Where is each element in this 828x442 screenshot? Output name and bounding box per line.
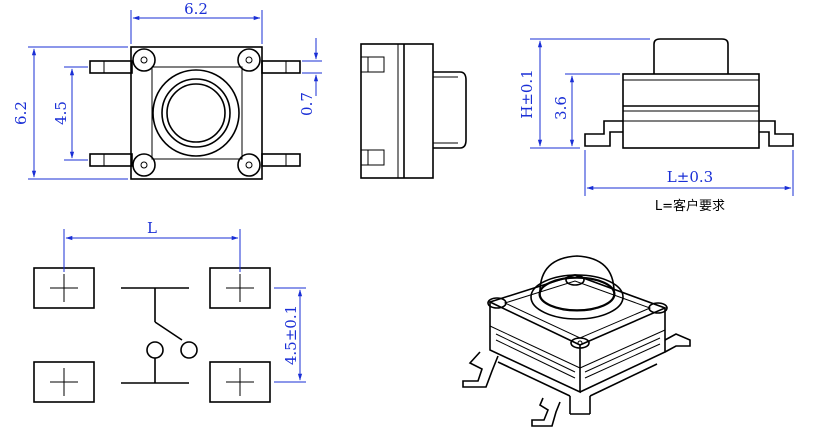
top-view: 6.2 6.2 4.5 0.7 — [12, 0, 322, 180]
dim-pad-spacing: L — [147, 219, 157, 237]
corner-posts — [132, 48, 261, 177]
dim-top-height: 6.2 — [12, 101, 30, 125]
front-view: H±0.1 3.6 L±0.3 L=客户要求 — [518, 38, 794, 214]
dim-pin-width: 0.7 — [298, 92, 316, 116]
top-view-body — [130, 46, 263, 180]
dim-pad-pitch: 4.5±0.1 — [282, 305, 300, 365]
pad-bottom-left — [33, 361, 95, 403]
length-note: L=客户要求 — [655, 198, 725, 214]
switch-schematic — [121, 287, 198, 384]
plunger-top — [152, 69, 240, 157]
pad-top-left — [33, 267, 95, 309]
dim-top-width: 6.2 — [184, 0, 208, 18]
pad-bottom-right — [209, 361, 271, 403]
dim-body-height: 3.6 — [552, 96, 570, 120]
dim-pin-pitch: 4.5 — [52, 101, 70, 125]
top-view-pins — [89, 60, 301, 167]
side-view-left — [360, 43, 467, 179]
isometric-view — [462, 255, 691, 427]
pad-top-right — [209, 267, 271, 309]
pcb-layout: L 4.5±0.1 — [33, 219, 306, 403]
dim-length: L±0.3 — [667, 168, 713, 186]
dim-side-height: H±0.1 — [518, 69, 536, 119]
